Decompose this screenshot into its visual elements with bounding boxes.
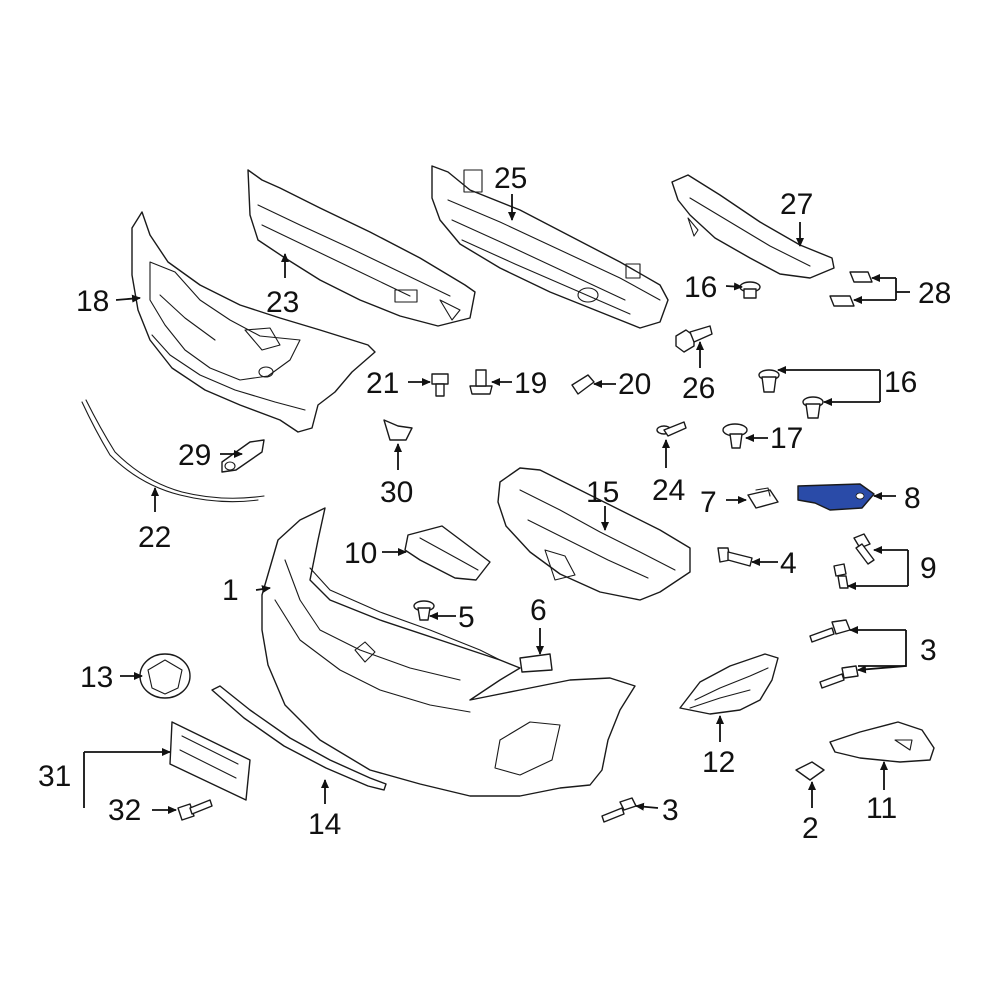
part-30-bracket[interactable] [383,419,413,441]
part-23-upper-absorber[interactable] [247,169,476,327]
callout-31: 31 [38,760,71,793]
callout-23: 23 [266,286,299,319]
part-6-bracket[interactable] [519,653,553,673]
callout-15: 15 [586,476,619,509]
callout-7: 7 [700,486,717,519]
callout-5: 5 [458,601,475,634]
callout-32: 32 [108,794,141,827]
callout-10: 10 [344,537,377,570]
part-17-pin[interactable] [722,423,748,449]
part-32-bolt[interactable] [177,799,213,821]
callout-8: 8 [904,482,921,515]
callout-27: 27 [780,188,813,221]
callout-26: 26 [682,372,715,405]
callout-14: 14 [308,808,341,841]
callout-labels: 1 2 3 3 4 5 6 7 8 9 10 11 12 13 14 15 16… [38,162,951,845]
part-27-side-absorber[interactable] [671,174,835,279]
part-26-bolt[interactable] [675,325,713,353]
callout-3a: 3 [920,634,937,667]
callout-20: 20 [618,368,651,401]
part-15-grille-support[interactable] [497,467,691,601]
part-3-screw-b[interactable] [819,665,859,689]
part-16-clip-c[interactable] [802,396,824,419]
callout-1: 1 [222,574,239,607]
part-7-clip[interactable] [747,487,779,509]
leader-lines [83,194,910,814]
part-12-lower-grille[interactable] [679,653,779,715]
part-22-molding-strip[interactable] [81,399,265,503]
callout-24: 24 [652,474,685,507]
part-28-tape-pair[interactable] [829,271,873,307]
part-9-bolt-b[interactable] [833,563,849,589]
part-11-bezel[interactable] [829,721,935,763]
callout-16a: 16 [684,271,717,304]
part-19-clip[interactable] [469,369,493,395]
callout-3b: 3 [662,794,679,827]
part-13-emblem[interactable] [139,653,191,699]
part-24-screw[interactable] [656,421,687,437]
callout-17: 17 [770,422,803,455]
part-18-upper-grille-frame[interactable] [131,211,376,433]
callout-6: 6 [530,594,547,627]
part-9-bolt-a[interactable] [853,533,875,565]
callout-11: 11 [866,792,897,825]
callout-16b: 16 [884,366,917,399]
part-16-clip-a[interactable] [739,281,761,299]
callout-29: 29 [178,439,211,472]
callout-12: 12 [702,746,735,779]
part-25-bumper-reinforcement[interactable] [431,165,669,329]
callout-18: 18 [76,285,109,318]
callout-13: 13 [80,661,113,694]
callout-19: 19 [514,367,547,400]
part-29-harness-clip[interactable] [221,439,265,473]
callout-22: 22 [138,521,171,554]
part-14-lower-molding[interactable] [211,685,387,791]
part-20-bracket[interactable] [571,374,595,395]
part-10-bracket[interactable] [404,525,491,581]
part-1-front-bumper-cover[interactable] [261,507,636,797]
part-2-nut[interactable] [795,761,825,781]
part-5-pin[interactable] [413,600,435,621]
part-3-screw-a[interactable] [809,619,851,643]
part-4-bolt[interactable] [717,547,753,567]
callout-2: 2 [802,812,819,845]
callout-30: 30 [380,476,413,509]
callout-4: 4 [780,547,797,580]
callout-9: 9 [920,552,937,585]
callout-25: 25 [494,162,527,195]
part-16-clip-b[interactable] [758,369,780,393]
part-3-screw-c[interactable] [601,797,637,823]
callout-28: 28 [918,277,951,310]
part-31-license-bracket[interactable] [169,721,251,801]
callout-21: 21 [366,367,399,400]
part-21-bolt[interactable] [431,373,449,397]
part-8-bumper-bracket[interactable] [797,483,875,511]
